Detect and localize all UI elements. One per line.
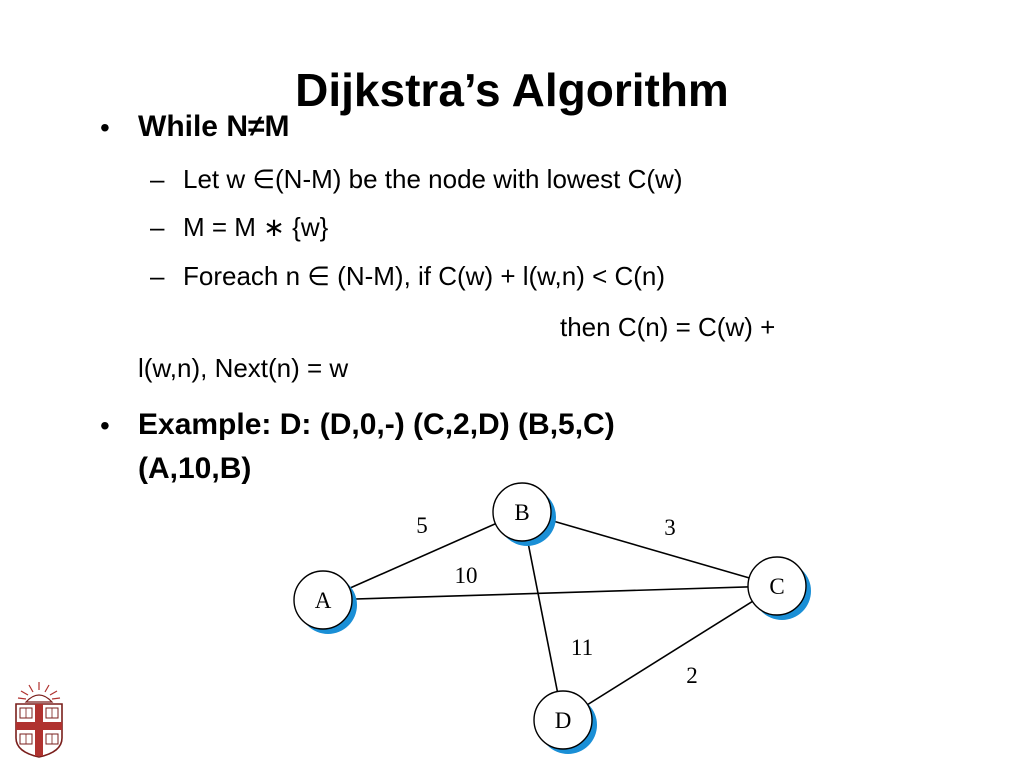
step-relax-continuation: l(w,n), Next(n) = w [138,353,349,383]
edge-c-d [562,585,778,721]
dash-marker: – [150,164,165,194]
node-a-circle [293,570,353,630]
node-c: C [747,556,811,620]
node-b: B [492,482,556,546]
edge-a-c [322,585,778,601]
university-crest-logo [15,682,63,758]
crest-sun [17,682,61,700]
edge-b-c [521,511,778,587]
example-line-2: (A,10,B) [138,452,252,485]
weight-b-c: 3 [664,515,676,540]
node-d: D [533,690,597,754]
node-a-label: A [315,588,332,613]
node-b-label: B [514,500,529,525]
node-c-label: C [769,574,784,599]
while-bullet: While N≠M [138,110,290,143]
edge-b-d [521,511,564,721]
step-relax-then: then C(n) = C(w) + [560,312,776,342]
bullet-marker: • [100,112,110,143]
step-relax: Foreach n ∈ (N-M), if C(w) + l(w,n) < C(… [183,261,666,291]
weight-c-d: 2 [686,663,698,688]
step-select-node: Let w ∈(N-M) be the node with lowest C(w… [183,164,683,194]
bullet-marker: • [100,410,110,441]
weight-a-c: 10 [455,563,478,588]
node-b-circle [492,482,552,542]
dash-marker: – [150,261,165,291]
dash-marker: – [150,212,165,242]
node-a: A [293,570,357,634]
node-c-circle [747,556,807,616]
graph-edges [322,511,778,721]
slide-title: Dijkstra’s Algorithm [295,64,729,116]
step-add-node: M = M ∗ {w} [183,212,329,242]
weight-b-d: 11 [571,635,593,660]
weight-a-b: 5 [416,513,428,538]
edge-a-b [322,511,523,601]
example-line-1: Example: D: (D,0,-) (C,2,D) (B,5,C) [138,408,615,441]
node-d-label: D [555,708,572,733]
node-d-circle [533,690,593,750]
